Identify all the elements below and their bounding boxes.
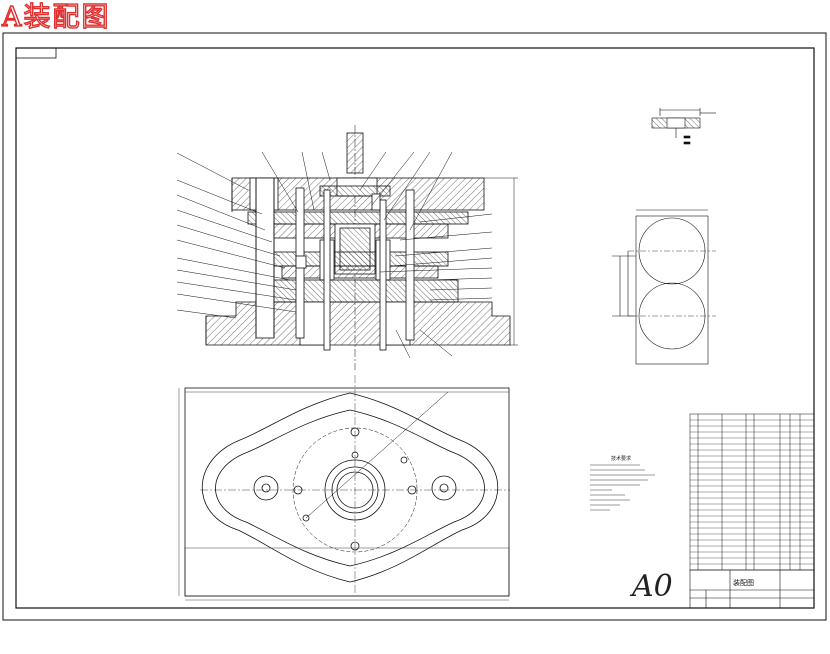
inner-border [15, 47, 815, 609]
leader-lines-right [379, 213, 493, 359]
technical-notes-lines [590, 464, 655, 511]
drawing-title: A装配图 [1, 1, 111, 33]
title-block-name: 装配图 [733, 579, 754, 587]
plan-view [178, 375, 510, 601]
height-dimension [484, 177, 518, 346]
front-section-view [205, 125, 511, 370]
strip-layout [612, 209, 716, 365]
leader-lines-left [176, 152, 297, 319]
outer-border [2, 32, 827, 621]
workpiece-detail [651, 108, 716, 145]
corner-tag [15, 47, 57, 59]
parts-list-rows [690, 419, 814, 565]
sheet-size-label: A0 [632, 569, 673, 604]
technical-notes-heading: 技术要求 [611, 456, 632, 462]
title-block [689, 569, 815, 609]
leader-lines-top [261, 151, 453, 231]
